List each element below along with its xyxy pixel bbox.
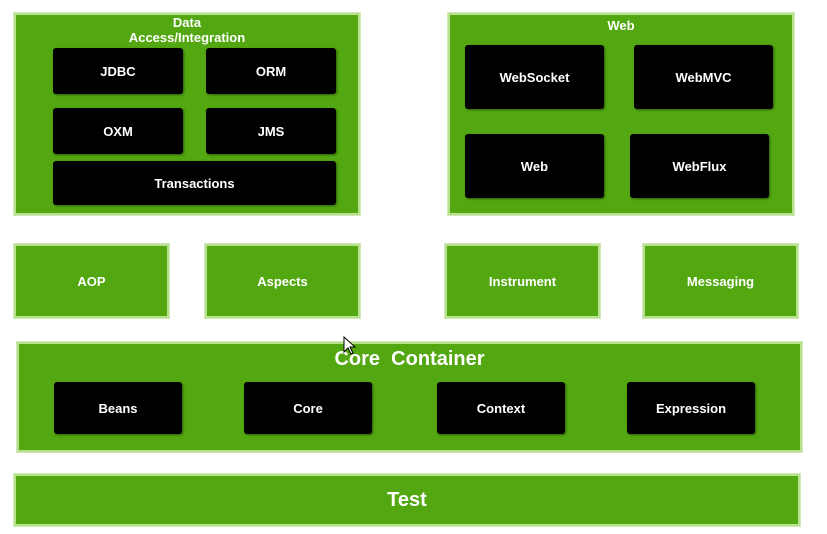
data-access-title-line2: Access/Integration [128,30,246,45]
module-test-label: Test [387,488,427,511]
module-webmvc: WebMVC [634,45,773,109]
mouse-cursor-icon [343,336,357,355]
module-jdbc: JDBC [53,48,183,94]
module-aop: AOP [14,244,169,318]
module-transactions: Transactions [53,161,336,205]
module-websocket: WebSocket [465,45,604,109]
module-aop-label: AOP [77,273,106,289]
core-container-title: Core Container [334,348,485,370]
module-jms: JMS [206,108,336,154]
core-container-group: Core Container Beans Core Context Expres… [17,342,802,452]
module-beans: Beans [54,382,182,434]
module-test: Test [14,474,800,526]
module-instrument-label: Instrument [488,273,557,289]
module-messaging-label: Messaging [686,273,755,289]
module-messaging: Messaging [643,244,798,318]
data-access-title-line1: Data [172,15,202,30]
data-access-integration-group: Data Access/Integration JDBC ORM OXM JMS… [14,13,360,215]
module-web: Web [465,134,604,198]
web-title: Web [607,18,635,33]
module-aspects: Aspects [205,244,360,318]
module-webflux: WebFlux [630,134,769,198]
module-context: Context [437,382,565,434]
module-instrument: Instrument [445,244,600,318]
module-oxm: OXM [53,108,183,154]
module-expression: Expression [627,382,755,434]
module-core: Core [244,382,372,434]
web-group: Web WebSocket WebMVC Web WebFlux [448,13,794,215]
module-orm: ORM [206,48,336,94]
module-aspects-label: Aspects [257,273,308,289]
